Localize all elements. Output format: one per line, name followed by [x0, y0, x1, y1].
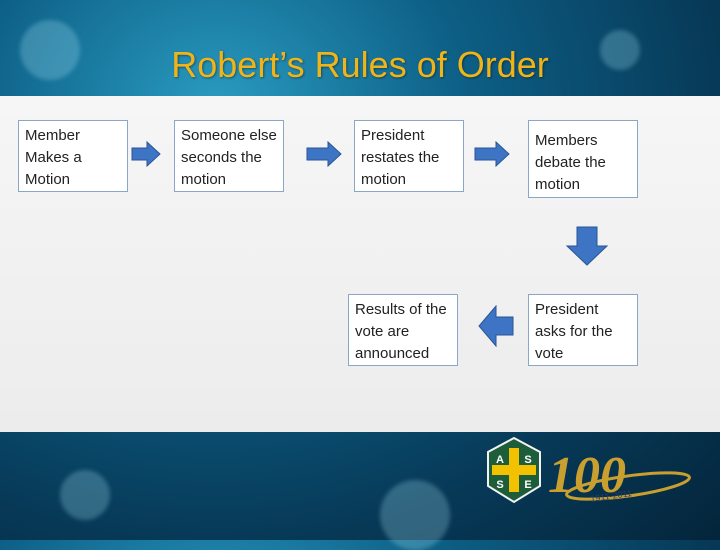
right-arrow-icon: [306, 141, 342, 167]
step-box-president-asks-vote: President asks for the vote: [528, 294, 638, 366]
right-arrow-icon: [474, 141, 510, 167]
logo-letter: S: [496, 479, 503, 491]
slide-title: Robert’s Rules of Order: [171, 44, 549, 85]
background-bokeh: [20, 20, 80, 80]
background-bokeh: [380, 480, 450, 550]
background-bokeh: [600, 30, 640, 70]
background-bokeh: [60, 470, 110, 520]
left-arrow-icon: [478, 305, 514, 347]
down-arrow-icon: [566, 226, 608, 266]
logo-letter: A: [496, 454, 504, 466]
step-box-president-restates: President restates the motion: [354, 120, 464, 192]
step-box-member-makes-motion: Member Makes a Motion: [18, 120, 128, 192]
right-arrow-icon: [131, 141, 161, 167]
step-box-results-announced: Results of the vote are announced: [348, 294, 458, 366]
step-box-members-debate: Members debate the motion: [528, 120, 638, 198]
asse-centennial-logo: A S S E 100 1911-2011: [487, 436, 691, 504]
logo-number: 100: [548, 447, 626, 504]
logo-letter: E: [524, 479, 531, 491]
logo-letter: S: [524, 454, 531, 466]
step-box-seconds-motion: Someone else seconds the motion: [174, 120, 284, 192]
